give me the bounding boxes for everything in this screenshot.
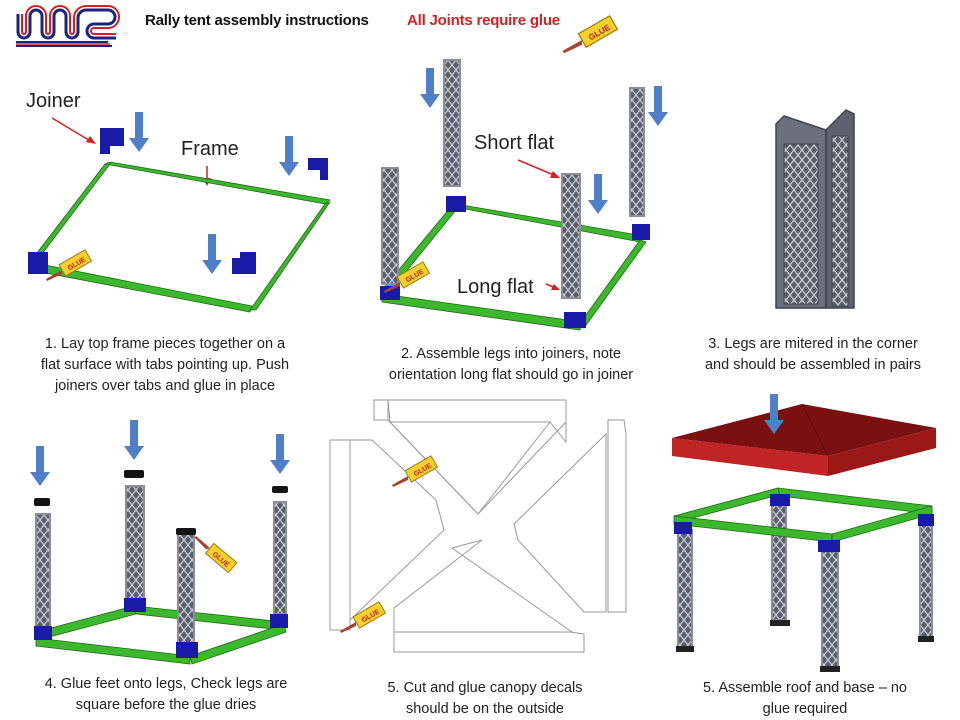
step-2-caption: 2. Assemble legs into joiners, note orie… [388,346,634,383]
step-1-illustration [28,112,332,313]
joiners [34,598,288,658]
wsp-logo [16,5,120,47]
glue-tube-icon [391,455,438,488]
step-4-illustration [30,420,290,665]
joiners [380,196,650,328]
long-flat-label: Long flat [457,276,534,298]
glue-tube-icon [562,15,618,54]
step-4-caption: 4. Glue feet onto legs, Check legs are s… [44,676,288,713]
joiners [674,494,934,552]
step-3-caption: 3. Legs are mitered in the corner and sh… [704,336,922,373]
step-5a-caption: 5. Cut and glue canopy decals should be … [387,680,583,717]
down-arrow-icon [124,420,144,460]
joiner-callout-arrow [51,117,93,143]
feet [34,470,288,535]
down-arrow-icon [202,234,222,274]
down-arrow-icon [420,68,440,108]
frame-label: Frame [181,138,239,160]
page-title: Rally tent assembly instructions [145,12,369,29]
down-arrow-icon [30,446,50,486]
step-5b-caption: 5. Assemble roof and base – no glue requ… [703,680,907,717]
down-arrow-icon [648,86,668,126]
joiners [28,128,328,274]
glue-tube-icon [193,525,240,580]
glue-warning: All Joints require glue [407,12,560,29]
legs [35,485,287,647]
joiner-label: Joiner [26,90,81,112]
frame [29,161,332,313]
feet [676,620,934,672]
down-arrow-icon [279,136,299,176]
mitered-leg-illustration [775,109,855,309]
short-flat-callout-arrow [517,159,557,177]
roof-and-base-illustration [672,394,936,672]
step-1-caption: 1. Lay top frame pieces together on a fl… [40,336,290,394]
glue-tube-icon [339,601,386,634]
down-arrow-icon [129,112,149,152]
roof [672,403,936,476]
down-arrow-icon [588,174,608,214]
legs [381,59,645,299]
frame [673,487,933,543]
frame [35,605,287,665]
down-arrow-icon [270,434,290,474]
short-flat-label: Short flat [474,132,555,154]
step-2-illustration [380,59,668,331]
